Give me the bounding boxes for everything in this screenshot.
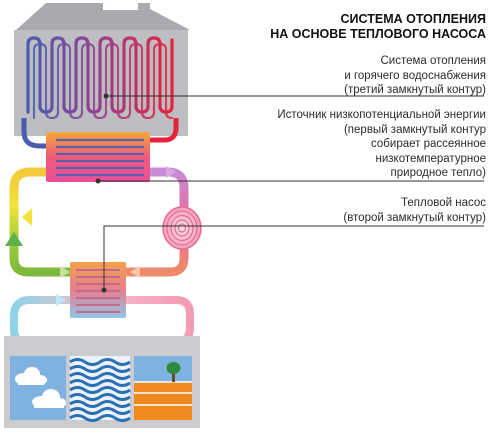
heating-label-line-2: и горячего водоснабжения [344,69,486,82]
source-label-line-5: природное тепло) [390,167,486,179]
heating-label-line-1: Система отопления [380,55,486,67]
water-waves [69,358,131,422]
arrow-icon [22,208,32,226]
earth-panel [134,382,192,420]
cloud-icon [15,367,47,385]
arrow-icon [60,266,70,278]
source-label-line-3: собирает рассеянное [371,138,486,150]
source-label-line-4: низкотемпературное [375,152,486,165]
radiator-coil [26,36,174,120]
title-line-2: НА ОСНОВЕ ТЕПЛОВОГО НАСОСА [270,27,486,41]
diagram-title: СИСТЕМА ОТОПЛЕНИЯ НА ОСНОВЕ ТЕПЛОВОГО НА… [270,12,486,42]
arrow-icon [166,166,176,178]
sky-panel [10,356,66,420]
arrow-icon [130,266,140,278]
arrow-icon [5,232,23,246]
left-circuit-loop [9,167,72,277]
upper-heat-exchanger [46,132,150,182]
cloud-icon [32,389,66,408]
source-label-line-2: (первый замкнутый контур [343,123,486,136]
upper-exchanger-plates [56,138,144,177]
spiral-coil-icon [162,206,202,250]
leader-lines [95,93,484,293]
arrow-icon [56,294,66,306]
energy-source-label: Источник низкопотенциальной энергии (пер… [277,108,486,181]
pump-leader [103,225,484,290]
heat-pump-label: Тепловой насос (второй замкнутый контур) [343,196,486,225]
heating-system-label: Система отопления и горячего водоснабжен… [344,54,486,98]
radiator-return-pipe [21,118,48,149]
tree-icon [166,362,181,382]
pump-label-line-2: (второй замкнутый контур) [343,211,486,224]
house-roof [16,3,190,30]
radiator-supply-pipe [150,118,179,143]
title-line-1: СИСТЕМА ОТОПЛЕНИЯ [340,12,486,26]
heating-label-line-3: (третий замкнутый контур) [344,84,486,96]
source-label-line-1: Источник низкопотенциальной энергии [277,109,486,121]
earth-sky-panel [134,356,192,382]
earth-strata [134,381,192,406]
lower-exchanger-plates [76,269,120,313]
pump-label-line-1: Тепловой насос [400,197,486,209]
